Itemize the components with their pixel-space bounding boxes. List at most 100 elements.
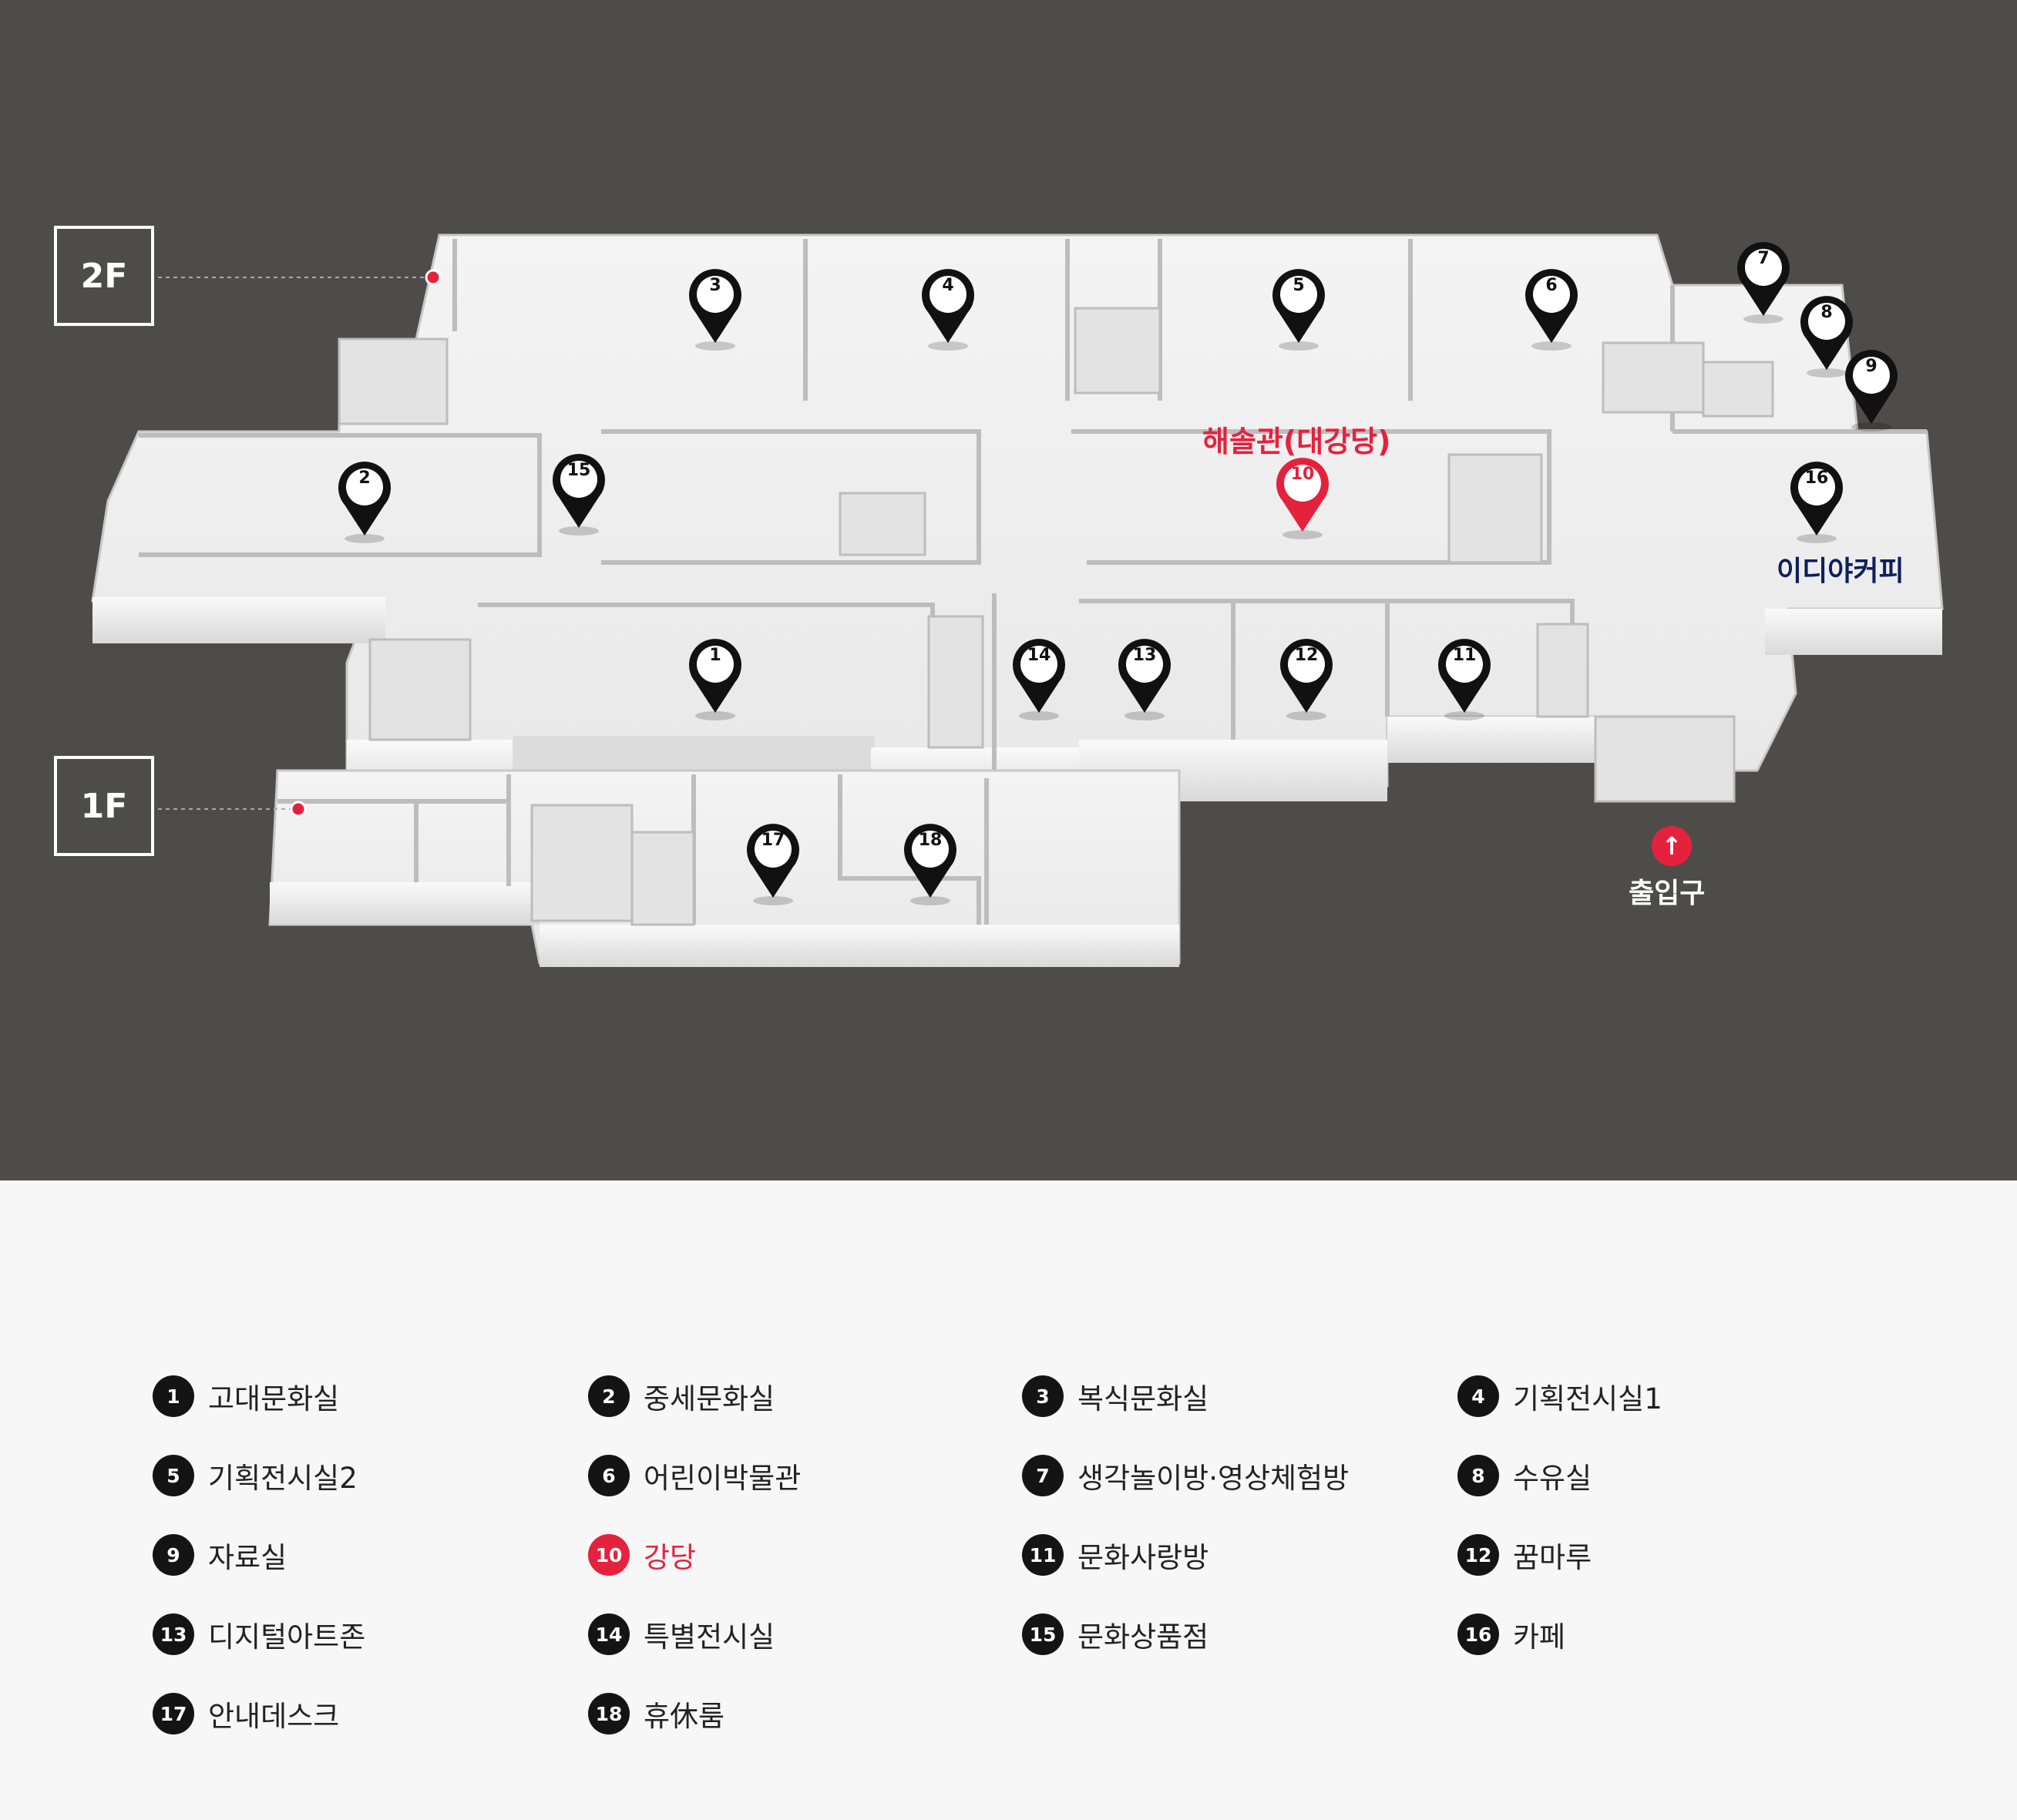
map-pin-12[interactable]: 12: [1276, 636, 1337, 720]
legend-number-badge: 11: [1022, 1534, 1064, 1576]
legend-item-14[interactable]: 14 특별전시실: [588, 1611, 775, 1657]
legend-number-badge: 14: [588, 1613, 630, 1655]
wall: [540, 925, 1179, 967]
map-marker-icon: [1845, 350, 1898, 431]
legend-number-badge: 3: [1022, 1375, 1064, 1417]
wall: [92, 597, 385, 643]
map-pin-5[interactable]: 5: [1268, 266, 1330, 351]
map-pin-number: 7: [1757, 249, 1770, 268]
floor-1-label[interactable]: 1F: [54, 756, 154, 856]
map-pin-13[interactable]: 13: [1114, 636, 1175, 720]
legend-label: 생각놀이방·영상체험방: [1077, 1462, 1350, 1495]
legend-label: 복식문화실: [1077, 1382, 1209, 1415]
map-pin-18[interactable]: 18: [899, 821, 961, 905]
map-pin-number: 3: [709, 276, 721, 295]
legend-number-badge: 7: [1022, 1455, 1064, 1496]
legend-label: 특별전시실: [644, 1620, 775, 1654]
legend-label: 자료실: [208, 1541, 287, 1574]
map-marker-icon: [1737, 242, 1790, 324]
legend-item-5[interactable]: 5 기획전시실2: [153, 1452, 358, 1499]
map-marker-icon: [1118, 639, 1171, 720]
map-pin-number: 8: [1820, 303, 1833, 322]
map-marker-icon: [689, 639, 741, 720]
legend-label: 수유실: [1513, 1462, 1592, 1495]
legend-label: 중세문화실: [644, 1382, 775, 1415]
legend-number-badge: 12: [1457, 1534, 1499, 1576]
map-pin-15[interactable]: 15: [548, 451, 610, 536]
legend-number-badge: 1: [153, 1375, 194, 1417]
map-pin-number: 15: [566, 461, 591, 480]
map-pin-number: 11: [1452, 646, 1477, 665]
legend-number-badge: 5: [153, 1455, 194, 1496]
legend-number-badge: 17: [153, 1693, 194, 1734]
map-pin-number: 1: [709, 646, 721, 665]
map-marker-icon: [1272, 269, 1325, 351]
entrance-label: 출입구: [1629, 878, 1706, 909]
map-pin-3[interactable]: 3: [684, 266, 746, 351]
map-pin-number: 16: [1804, 468, 1829, 488]
wall: [270, 882, 540, 925]
arrow-up-icon[interactable]: ↑: [1652, 826, 1692, 866]
legend-label: 카페: [1513, 1620, 1566, 1654]
map-marker-icon: [747, 824, 799, 905]
wall: [1765, 609, 1942, 655]
map-pin-1[interactable]: 1: [684, 636, 746, 720]
map-pin-number: 9: [1865, 357, 1877, 376]
floor-2-label[interactable]: 2F: [54, 226, 154, 326]
map-pin-2[interactable]: 2: [334, 458, 395, 543]
legend-label: 안내데스크: [208, 1700, 340, 1733]
legend-number-badge: 13: [153, 1613, 194, 1655]
map-pin-number: 13: [1132, 646, 1157, 665]
map-pin-number: 4: [942, 276, 954, 295]
map-marker-icon: [689, 269, 741, 351]
legend-item-17[interactable]: 17 안내데스크: [153, 1691, 339, 1737]
map-pin-7[interactable]: 7: [1733, 239, 1794, 324]
legend-item-1[interactable]: 1 고대문화실: [153, 1373, 339, 1419]
floor-plan-drawing: [91, 233, 1944, 967]
map-marker-icon: [1790, 462, 1843, 543]
legend-number-badge: 6: [588, 1455, 630, 1496]
map-marker-icon: [338, 462, 391, 543]
map-pin-17[interactable]: 17: [742, 821, 804, 905]
legend-item-8[interactable]: 8 수유실: [1457, 1452, 1592, 1499]
map-pin-number: 17: [761, 831, 785, 850]
map-marker-icon: [904, 824, 956, 905]
legend-item-7[interactable]: 7 생각놀이방·영상체험방: [1022, 1452, 1349, 1499]
legend-item-11[interactable]: 11 문화사랑방: [1022, 1532, 1209, 1578]
map-marker-icon: [1276, 458, 1329, 539]
map-marker-icon: [553, 454, 605, 536]
legend-number-badge: 8: [1457, 1455, 1499, 1496]
legend-item-9[interactable]: 9 자료실: [153, 1532, 287, 1578]
legend-number-badge: 16: [1457, 1613, 1499, 1655]
legend-label: 기획전시실2: [208, 1462, 358, 1495]
map-pin-number: 12: [1294, 646, 1319, 665]
legend-item-16[interactable]: 16 카페: [1457, 1611, 1565, 1657]
map-pin-4[interactable]: 4: [917, 266, 979, 351]
map-pin-11[interactable]: 11: [1434, 636, 1495, 720]
map-pin-9[interactable]: 9: [1841, 347, 1902, 431]
map-marker-icon: [922, 269, 974, 351]
map-pin-14[interactable]: 14: [1008, 636, 1070, 720]
legend-label: 고대문화실: [208, 1382, 340, 1415]
legend-number-badge: 10: [588, 1534, 630, 1576]
map-marker-icon: [1525, 269, 1578, 351]
legend-item-3[interactable]: 3 복식문화실: [1022, 1373, 1209, 1419]
map-pin-16[interactable]: 16: [1786, 458, 1847, 543]
legend-number-badge: 9: [153, 1534, 194, 1576]
legend-number-badge: 15: [1022, 1613, 1064, 1655]
map-pin-6[interactable]: 6: [1521, 266, 1582, 351]
auditorium-label: 해솔관(대강당): [1202, 425, 1391, 458]
map-pin-10[interactable]: 10: [1272, 455, 1333, 539]
cafe-label: 이디야커피: [1777, 556, 1904, 587]
map-marker-icon: [1280, 639, 1333, 720]
map-pin-8[interactable]: 8: [1796, 293, 1857, 378]
legend-label: 문화사랑방: [1077, 1541, 1209, 1574]
